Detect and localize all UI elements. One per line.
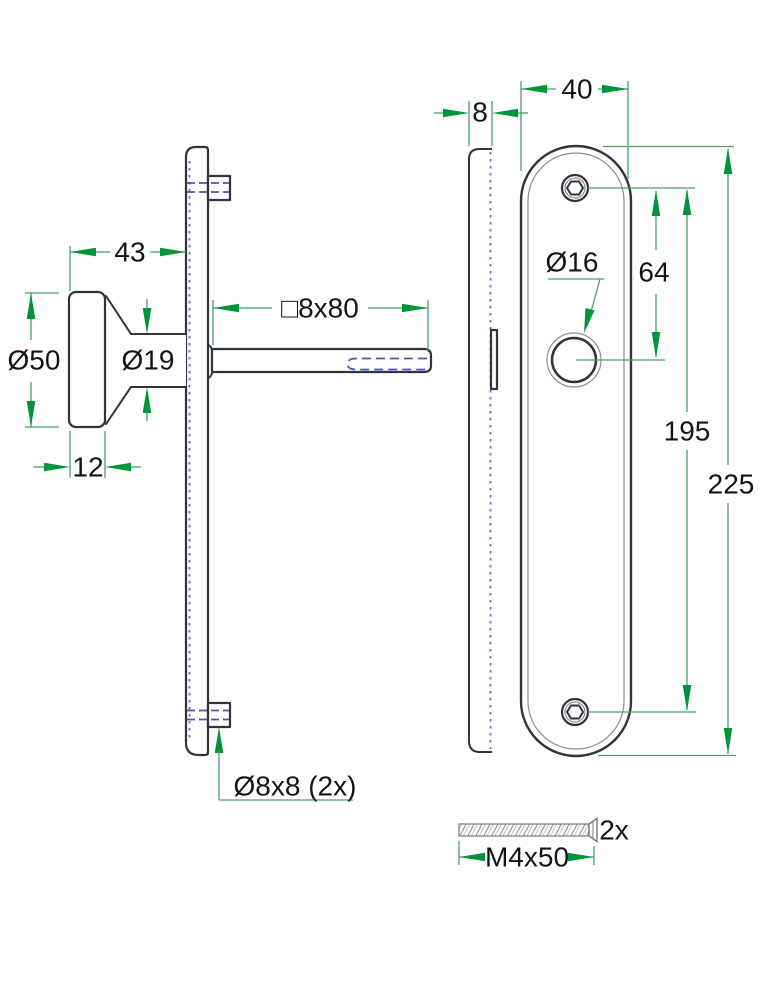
screw-thread — [458, 823, 590, 837]
dim-plate-width-40: 40 — [520, 74, 629, 179]
dim-neck-diameter-19: Ø19 — [122, 299, 175, 421]
dim-label-knob-depth: 43 — [114, 237, 145, 268]
bottom-screw-hole — [560, 697, 590, 727]
knob-taper-lines — [105, 295, 187, 425]
dim-label-hole-span: 195 — [664, 416, 711, 447]
dim-plate-length-225: 225 — [708, 148, 755, 754]
dim-label-plate-width: 40 — [561, 74, 592, 105]
dim-hole-span-195: 195 — [664, 189, 711, 711]
knob-head — [67, 290, 107, 429]
dim-label-spindle: □8x80 — [281, 293, 359, 324]
dim-hole-diameter-16: Ø16 — [546, 247, 604, 333]
bottom-lug — [206, 701, 232, 729]
dim-label-head-thickness: 12 — [72, 452, 103, 483]
extension-lines — [576, 145, 736, 757]
mounting-screw: 2x — [458, 815, 629, 846]
dim-label-hole-to-hole: 64 — [638, 257, 669, 288]
dim-lugs-8x8: Ø8x8 (2x) — [214, 727, 357, 802]
dim-plate-thickness-8: 8 — [434, 97, 528, 146]
backplate-inner-line — [527, 152, 625, 750]
top-lug — [206, 174, 232, 202]
dim-label-neck-diameter: Ø19 — [122, 345, 175, 376]
dim-screw-size-m4x50: M4x50 — [458, 841, 595, 873]
knob-side-view — [67, 145, 433, 757]
backplate-edge — [184, 145, 210, 757]
dim-head-thickness-12: 12 — [33, 431, 141, 483]
backplate-nose — [489, 328, 499, 391]
dim-head-diameter-50: Ø50 — [8, 292, 61, 428]
spindle-hidden-slot — [346, 357, 427, 371]
dim-label-plate-length: 225 — [708, 469, 755, 500]
dim-label-hole-diameter: Ø16 — [546, 247, 599, 278]
dim-label-plate-thickness: 8 — [472, 97, 488, 128]
dim-hole-to-hole-64: 64 — [638, 190, 670, 358]
dim-label-screw-size: M4x50 — [485, 842, 569, 873]
backplate-side-view — [468, 148, 499, 753]
knob-neck — [105, 296, 186, 424]
dim-label-head-diameter: Ø50 — [8, 345, 61, 376]
dim-label-lugs: Ø8x8 (2x) — [234, 771, 357, 802]
backplate-front-view — [519, 144, 633, 758]
spindle — [210, 347, 433, 374]
dim-spindle-8x80: □8x80 — [212, 293, 429, 352]
backplate-side-outline — [468, 148, 492, 753]
backplate-outline — [519, 144, 633, 758]
top-screw-hole — [560, 173, 590, 203]
screw-quantity-label: 2x — [599, 815, 629, 846]
dim-knob-depth-43: 43 — [69, 237, 186, 291]
